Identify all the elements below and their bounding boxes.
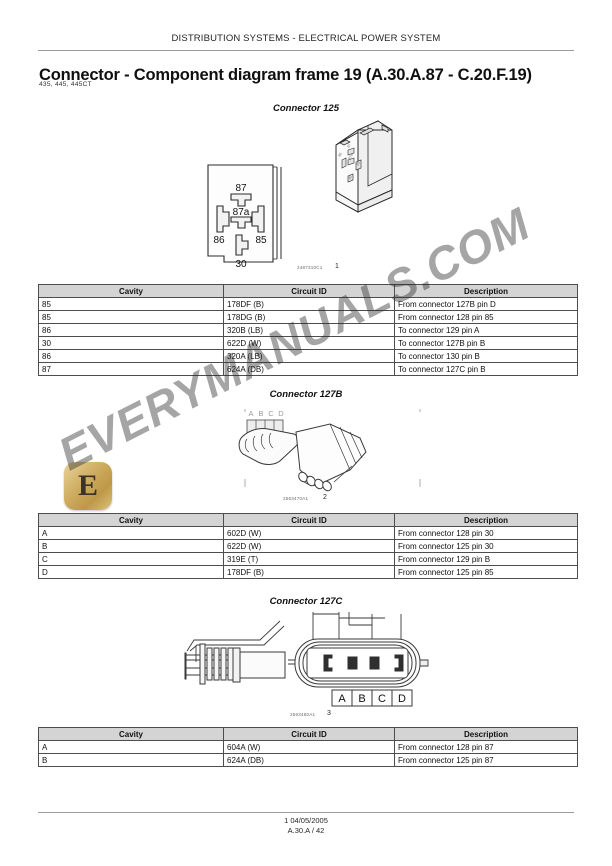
relay-pin-label-87: 87 [235, 183, 247, 194]
svg-text:87a: 87a [347, 153, 353, 160]
table-row: 85 178DF (B) From connector 127B pin D [38, 297, 578, 311]
column-header-circuit-id: Circuit ID [223, 513, 395, 527]
svg-text:30: 30 [347, 175, 352, 180]
connector-127b-table: Cavity Circuit ID Description A 602D (W)… [38, 513, 578, 579]
cell-cavity: D [38, 565, 224, 579]
pin-label-b: B [258, 409, 263, 418]
table-row: A 602D (W) From connector 128 pin 30 [38, 526, 578, 540]
table-header-row: Cavity Circuit ID Description [38, 513, 578, 527]
page-title: Connector - Component diagram frame 19 (… [39, 66, 532, 85]
footer-revision-date: 1 04/05/2005 [284, 816, 328, 825]
legend-pin-b: B [358, 693, 365, 705]
relay-pin-label-30: 30 [235, 259, 247, 270]
pin-label-a: A [248, 409, 253, 418]
svg-text:87: 87 [346, 143, 351, 148]
table-row: 30 622D (W) To connector 127B pin B [38, 336, 578, 350]
svg-text:85: 85 [355, 161, 360, 166]
table-row: 85 178DG (B) From connector 128 pin 85 [38, 310, 578, 324]
table-row: D 178DF (B) From connector 125 pin 85 [38, 565, 578, 579]
figure-id-3: 2563460A1 [290, 712, 316, 717]
connector-127c-table: Cavity Circuit ID Description A 604A (W)… [38, 727, 578, 767]
cell-circuit-id: 624A (DB) [223, 753, 395, 767]
relay-pin-label-86: 86 [213, 235, 225, 246]
column-header-circuit-id: Circuit ID [223, 727, 395, 741]
relay-pin-label-87a: 87a [233, 207, 250, 218]
footer-page-reference: A.30.A / 42 [287, 826, 325, 835]
model-applicability: 435, 445, 445CT [39, 81, 92, 88]
footer-divider [38, 812, 574, 813]
table-row: A 604A (W) From connector 128 pin 87 [38, 740, 578, 754]
cell-description: To connector 127C pin B [394, 362, 578, 376]
page-footer: 1 04/05/2005 A.30.A / 42 [0, 816, 612, 836]
cell-description: From connector 125 pin 85 [394, 565, 578, 579]
legend-pin-c: C [378, 693, 386, 705]
figure-caption-connector-125: Connector 125 [273, 103, 339, 114]
legend-pin-a: A [338, 693, 346, 705]
figure-number-3: 3 [327, 710, 331, 717]
header-divider [38, 50, 574, 51]
cell-description: From connector 125 pin 87 [394, 753, 578, 767]
column-header-cavity: Cavity [38, 727, 224, 741]
figure-id-2: 2563470A1 [283, 496, 309, 501]
running-header: DISTRIBUTION SYSTEMS - ELECTRICAL POWER … [171, 33, 441, 44]
relay-pin-label-85: 85 [255, 235, 267, 246]
table-row: 87 624A (DB) To connector 127C pin B [38, 362, 578, 376]
svg-text:86: 86 [337, 152, 342, 157]
figure-caption-connector-127b: Connector 127B [269, 389, 343, 400]
connector-125-table: Cavity Circuit ID Description 85 178DF (… [38, 284, 578, 376]
cell-cavity: 87 [38, 362, 224, 376]
table-row: B 624A (DB) From connector 125 pin 87 [38, 753, 578, 767]
legend-pin-d: D [398, 693, 406, 705]
figure-id-1: 2487310C1 [297, 265, 323, 270]
figure-number-2: 2 [323, 494, 327, 501]
figure-caption-connector-127c: Connector 127C [269, 596, 343, 607]
cell-cavity: B [38, 753, 224, 767]
table-row: B 622D (W) From connector 125 pin 30 [38, 539, 578, 553]
figure-number-1: 1 [335, 263, 339, 270]
pin-label-c: C [268, 409, 274, 418]
pin-label-d: D [278, 409, 284, 418]
